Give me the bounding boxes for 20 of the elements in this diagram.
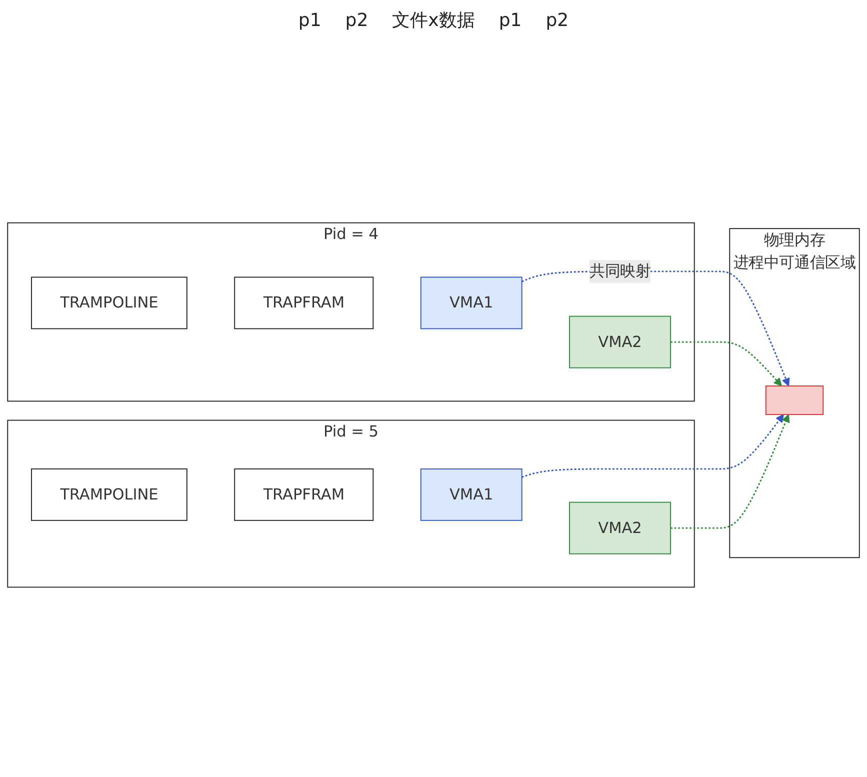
text-label: p1 [498,10,522,30]
node-box: TRAMPOLINE [31,276,188,330]
arrow [670,414,790,529]
node-box: TRAPFRAM [234,276,374,330]
node-box [765,385,824,416]
node-box: VMA1 [420,468,522,521]
node-box: TRAPFRAM [234,468,374,521]
edge-label: 共同映射 [589,262,651,280]
text-label: p2 [345,10,368,30]
text-label: 文件x数据 [392,9,475,32]
arrow [670,341,782,386]
arrow [522,414,784,478]
node-box: VMA1 [420,276,522,330]
cluster: 物理内存 进程中可通信区域 [729,228,860,558]
node-box: VMA2 [569,316,671,368]
arrow [522,270,790,386]
node-box: VMA2 [569,502,671,554]
text-label: p2 [546,10,569,30]
node-box: TRAMPOLINE [31,468,188,521]
text-label: p1 [298,10,322,30]
